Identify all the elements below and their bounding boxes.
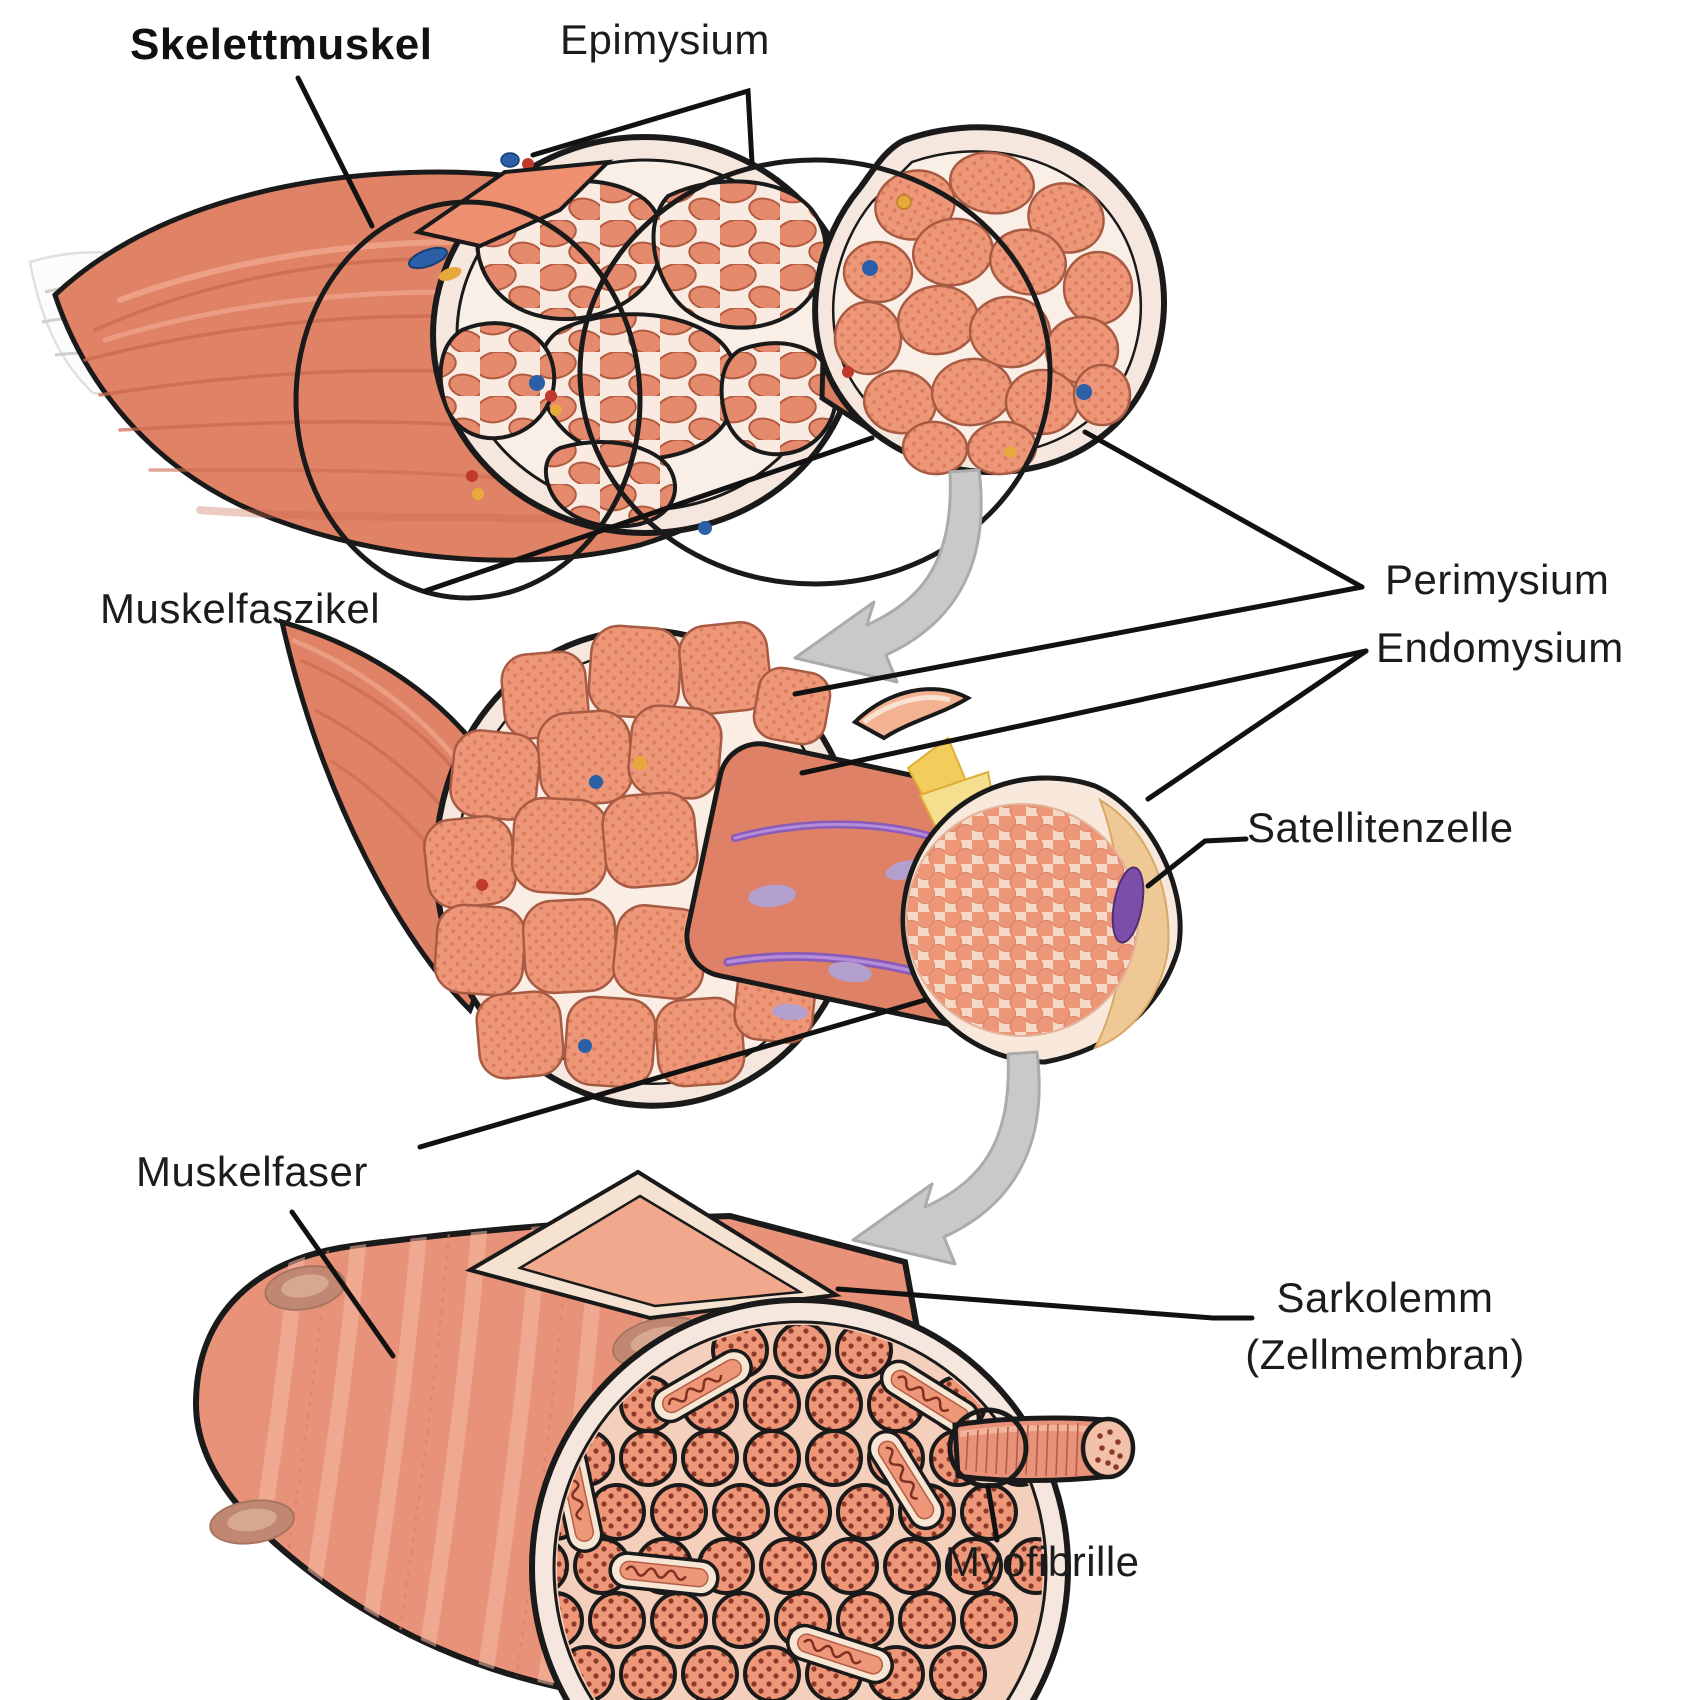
- label-sarcolemma-line2: (Zellmembran): [1245, 1330, 1525, 1378]
- fascicle-bundle: [438, 321, 557, 441]
- label-muscle-fiber: Muskelfaser: [136, 1148, 368, 1195]
- line-perimysium-b: [792, 584, 1365, 697]
- line-myofibril: [985, 1484, 1000, 1543]
- line-muscle-fiber-a: [417, 997, 928, 1150]
- blood-vessel: [862, 260, 878, 276]
- label-sarcolemma: Sarkolemm (Zellmembran): [1185, 1270, 1585, 1383]
- line-skeletal-muscle: [295, 75, 375, 229]
- skeletal-muscle-illustration: [28, 124, 1167, 601]
- fascicle-illustration: [278, 618, 1183, 1109]
- muscle-fiber-illustration: [192, 1169, 1136, 1700]
- line-sarcolemma: [835, 1286, 1255, 1321]
- label-epimysium: Epimysium: [560, 16, 770, 63]
- fiber-nuclei: [748, 860, 925, 1021]
- myofibrils: [557, 1325, 1043, 1700]
- satellite-cell: [1111, 866, 1145, 944]
- magnifier-circle: [577, 157, 1053, 587]
- blood-vessel: [472, 488, 484, 500]
- fascicle-bundle: [651, 179, 828, 330]
- blood-vessel: [589, 775, 603, 789]
- blood-vessel: [578, 1039, 592, 1053]
- perimysium-flap: [851, 687, 973, 741]
- blood-vessel: [545, 390, 557, 402]
- pulled-fascicle-cross-section: [812, 124, 1167, 476]
- line-muscle-fascicle: [422, 435, 875, 594]
- line-endomysium-a: [799, 648, 1369, 776]
- blood-vessel: [1004, 446, 1016, 458]
- myofibril-rod: [947, 1407, 1136, 1489]
- blood-vessel: [522, 158, 534, 170]
- blood-vessel: [438, 267, 462, 281]
- line-satellite-cell: [1145, 836, 1249, 889]
- label-myofibril: Myofibrille: [945, 1538, 1140, 1585]
- label-pointer-lines: [289, 75, 1369, 1543]
- blood-vessel: [698, 521, 712, 535]
- fascicle-bundle: [543, 440, 678, 529]
- fiber-cross-section: [529, 1297, 1071, 1700]
- line-perimysium-a: [1082, 429, 1365, 590]
- blood-vessel: [1076, 384, 1092, 400]
- label-endomysium: Endomysium: [1376, 624, 1624, 671]
- fascicle-bundle: [719, 341, 838, 457]
- line-endomysium-b: [1145, 648, 1369, 802]
- label-satellite-cell: Satellitenzelle: [1247, 804, 1514, 851]
- magnifier-circle: [293, 199, 643, 601]
- line-muscle-fiber-b: [289, 1209, 396, 1359]
- line-epimysium: [530, 87, 755, 166]
- blood-vessel: [408, 246, 448, 270]
- muscle-fibers: [423, 621, 832, 1089]
- blood-vessel: [529, 375, 545, 391]
- zoom-arrow-icon: [851, 1050, 1041, 1266]
- label-muscle-fascicle: Muskelfaszikel: [100, 585, 381, 632]
- label-perimysium: Perimysium: [1385, 556, 1610, 603]
- label-skeletal-muscle: Skelettmuskel: [130, 20, 433, 69]
- blood-vessel: [896, 194, 912, 210]
- blood-vessel: [476, 879, 488, 891]
- sarcolemma-flap: [464, 1169, 842, 1321]
- pulled-muscle-fiber: [684, 687, 1183, 1065]
- blood-vessel: [550, 404, 562, 416]
- blood-vessel: [500, 152, 520, 168]
- myofibril-face: [905, 803, 1139, 1037]
- label-sarcolemma-line1: Sarkolemm: [1276, 1274, 1494, 1321]
- blood-vessel: [633, 756, 647, 770]
- blood-vessel: [842, 366, 854, 378]
- epimysium-flap: [408, 159, 614, 281]
- blood-vessel: [466, 470, 478, 482]
